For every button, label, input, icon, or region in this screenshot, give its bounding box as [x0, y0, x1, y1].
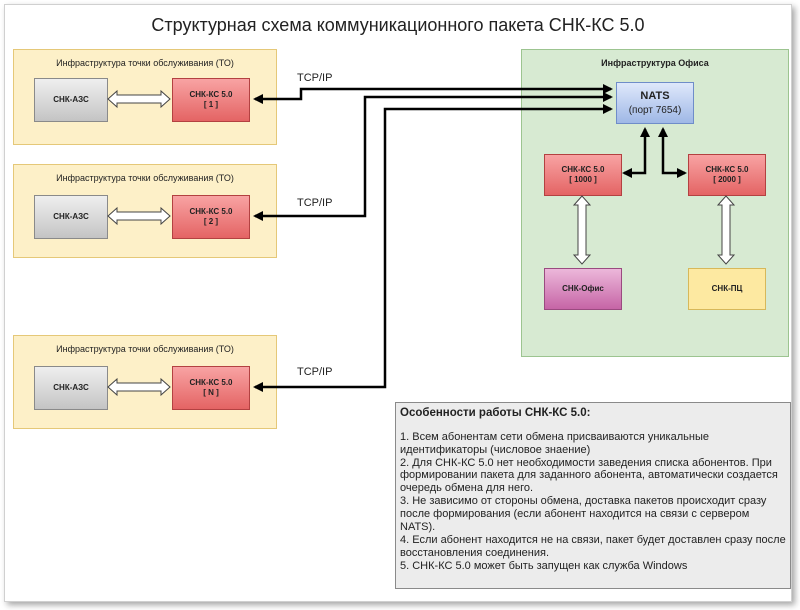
tcp-link-n	[253, 104, 613, 392]
office-region-label: Инфраструктура Офиса	[601, 58, 709, 68]
diagram-canvas: Структурная схема коммуникационного паке…	[4, 4, 792, 602]
link-label-1: TCP/IP	[297, 72, 333, 84]
hollow-arrow-site-1	[107, 89, 171, 109]
pc-client-label: СНК-ПЦ	[711, 283, 743, 293]
site-region-n: Инфраструктура точки обслуживания (ТО) С…	[13, 335, 277, 429]
node-id: [ 1 ]	[203, 100, 219, 109]
snk-pc-client-node[interactable]: СНК-ПЦ	[688, 268, 766, 310]
node-id: [ N ]	[203, 388, 219, 397]
node-id: [ 2000 ]	[713, 175, 741, 184]
azs-client-node[interactable]: СНК-АЗС	[34, 195, 108, 239]
snk-ks-node-2[interactable]: СНК-КС 5.0 [ 2 ]	[172, 195, 250, 239]
nats-port: (порт 7654)	[628, 104, 682, 116]
notes-item-5: 5. СНК-КС 5.0 может быть запущен как слу…	[400, 560, 688, 573]
notes-title: Особенности работы СНК-КС 5.0:	[400, 407, 591, 419]
site-region-label: Инфраструктура точки обслуживания (ТО)	[56, 344, 234, 354]
node-name: СНК-КС 5.0	[189, 89, 233, 99]
connector-layer	[107, 84, 736, 397]
azs-client-node[interactable]: СНК-АЗС	[34, 78, 108, 122]
node-name: СНК-КС 5.0	[189, 206, 233, 216]
notes-panel: Особенности работы СНК-КС 5.0: 1. Всем а…	[395, 402, 791, 589]
hollow-arrow-site-2	[107, 206, 171, 226]
notes-item-1: 1. Всем абонентам сети обмена присваиваю…	[400, 430, 709, 456]
notes-item-2: 2. Для СНК-КС 5.0 нет необходимости заве…	[400, 456, 778, 495]
nats-link-1000	[622, 127, 650, 178]
hollow-arrow-office-1000	[572, 195, 592, 265]
snk-ks-node-1[interactable]: СНК-КС 5.0 [ 1 ]	[172, 78, 250, 122]
hollow-arrow-office-2000	[716, 195, 736, 265]
nats-link-2000	[658, 127, 687, 178]
site-region-2: Инфраструктура точки обслуживания (ТО) С…	[13, 164, 277, 258]
site-region-label: Инфраструктура точки обслуживания (ТО)	[56, 173, 234, 183]
azs-client-label: СНК-АЗС	[53, 94, 89, 104]
hollow-arrow-site-n	[107, 377, 171, 397]
snk-ks-node-n[interactable]: СНК-КС 5.0 [ N ]	[172, 366, 250, 410]
azs-client-node[interactable]: СНК-АЗС	[34, 366, 108, 410]
diagram-title: Структурная схема коммуникационного паке…	[151, 15, 645, 35]
node-name: СНК-КС 5.0	[189, 377, 233, 387]
azs-client-label: СНК-АЗС	[53, 382, 89, 392]
site-region-label: Инфраструктура точки обслуживания (ТО)	[56, 58, 234, 68]
tcp-link-2	[253, 92, 613, 221]
node-id: [ 2 ]	[203, 217, 219, 226]
snk-ks-node-2000[interactable]: СНК-КС 5.0 [ 2000 ]	[688, 154, 766, 196]
notes-item-3: 3. Не зависимо от стороны обмена, достав…	[400, 495, 767, 534]
nats-name: NATS	[640, 90, 670, 103]
azs-client-label: СНК-АЗС	[53, 211, 89, 221]
notes-item-4: 4. Если абонент находится не на связи, п…	[400, 534, 786, 560]
nats-server-node[interactable]: NATS (порт 7654)	[616, 82, 694, 124]
node-name: СНК-КС 5.0	[705, 164, 749, 174]
